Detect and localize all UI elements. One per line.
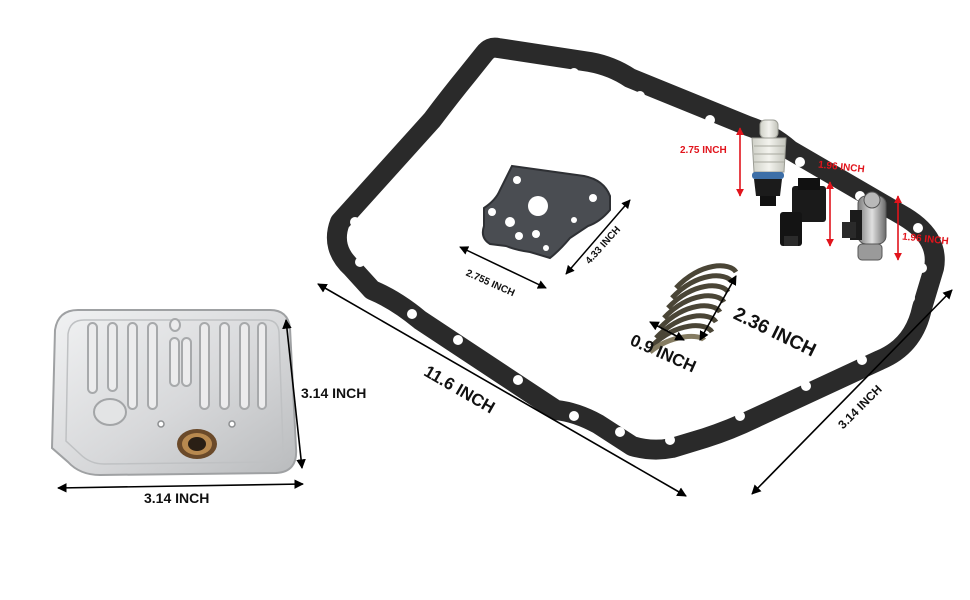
gasket-dimension-lines (317, 283, 953, 497)
spring-icon (648, 263, 739, 354)
spring-dimension-lines (649, 275, 737, 341)
separator-plate-icon (481, 164, 611, 260)
pan-gasket-icon (327, 37, 945, 460)
transmission-filter-icon (50, 309, 298, 477)
sensor-height-label: 2.75 INCH (680, 145, 727, 156)
solenoid-icon (842, 191, 887, 261)
speed-sensor-icon (751, 119, 787, 206)
filter-height-label: 3.14 INCH (301, 385, 367, 401)
solenoid-icon (780, 178, 826, 246)
filter-width-label: 3.14 INCH (144, 490, 210, 506)
filter-dimension-lines (57, 319, 306, 493)
plate-dimension-lines (459, 199, 631, 289)
